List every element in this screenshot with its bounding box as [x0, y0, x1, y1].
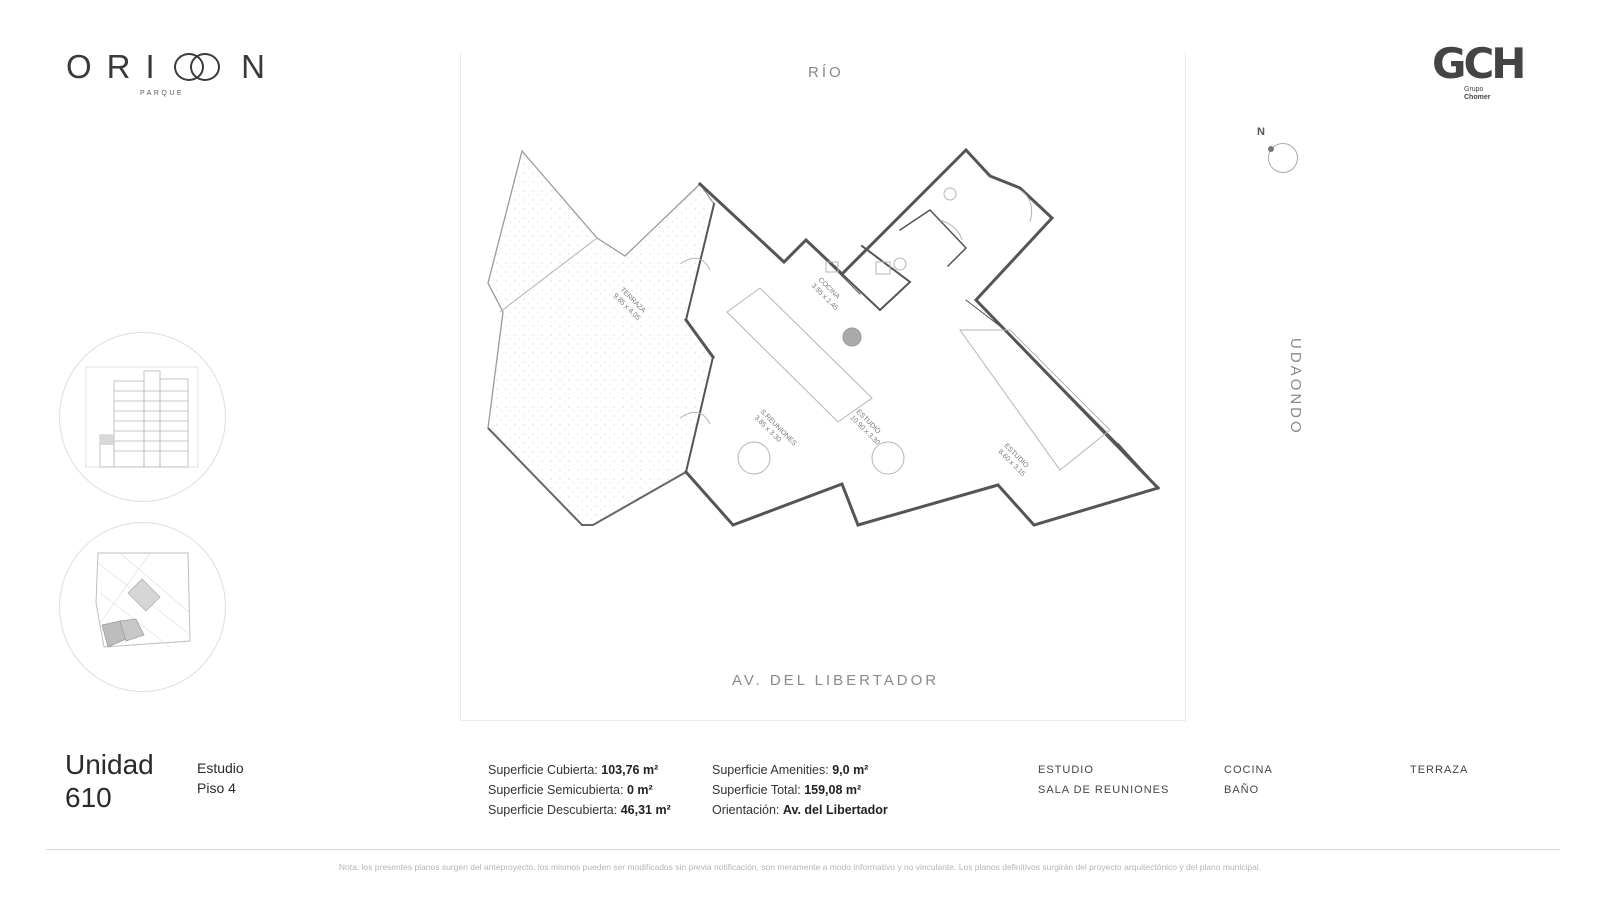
orion-parque-logo: ORI N PARQUE — [66, 50, 280, 98]
legend-item: BAÑO — [1224, 784, 1260, 796]
brand-name-start: ORI — [66, 48, 170, 85]
room-legend-column-2: COCINA BAÑO — [1224, 760, 1273, 800]
gch-subtitle: Grupo Chomer — [1464, 86, 1490, 102]
surface-amenities-label: Superficie Amenities: — [712, 763, 829, 777]
footer-divider — [46, 849, 1560, 850]
disclaimer-note: Nota: los presentes planos surgen del an… — [338, 862, 1262, 872]
orientation-label: Orientación: — [712, 803, 780, 817]
brand-subtitle: PARQUE — [140, 90, 185, 97]
legend-item: ESTUDIO — [1038, 764, 1094, 776]
surface-cubierta: Superficie Cubierta: 103,76 m² — [488, 760, 671, 780]
surface-semicubierta: Superficie Semicubierta: 0 m² — [488, 780, 671, 800]
gch-logo: GCH — [1432, 39, 1526, 88]
double-o-logo-icon — [170, 52, 225, 82]
surface-descubierta-value: 46,31 m² — [620, 803, 671, 817]
street-label-right: UDAONDO — [1287, 338, 1304, 436]
gch-sub-line2: Chomer — [1464, 94, 1491, 101]
unit-title: Unidad 610 — [65, 748, 154, 814]
unit-floor: Piso 4 — [197, 780, 236, 796]
furniture — [679, 187, 1111, 475]
legend-item: TERRAZA — [1410, 764, 1469, 776]
orientation-value: Av. del Libertador — [782, 803, 888, 817]
legend-item: SALA DE REUNIONES — [1038, 784, 1170, 796]
gch-sub-line1: Grupo — [1464, 86, 1484, 93]
surface-semicubierta-label: Superficie Semicubierta: — [488, 783, 624, 797]
floor-thumbnail-icon — [95, 552, 191, 648]
surface-descubierta: Superficie Descubierta: 46,31 m² — [488, 800, 671, 820]
surface-semicubierta-value: 0 m² — [626, 783, 653, 797]
surface-amenities: Superficie Amenities: 9,0 m² — [712, 760, 888, 780]
legend-item: COCINA — [1224, 764, 1273, 776]
street-label-bottom: AV. DEL LIBERTADOR — [732, 672, 940, 689]
room-legend-column-3: TERRAZA — [1410, 760, 1468, 780]
brand-name-end: N — [241, 48, 280, 85]
street-label-top: RÍO — [808, 64, 844, 81]
orientation: Orientación: Av. del Libertador — [712, 800, 888, 820]
orion-wordmark: ORI N — [66, 50, 280, 84]
terrace-area — [487, 149, 715, 526]
surface-cubierta-value: 103,76 m² — [601, 763, 659, 777]
room-legend-column-1: ESTUDIO SALA DE REUNIONES — [1038, 760, 1169, 800]
surface-cubierta-label: Superficie Cubierta: — [488, 763, 598, 777]
unit-number: 610 — [65, 782, 112, 813]
surface-amenities-value: 9,0 m² — [832, 763, 869, 777]
unit-type: Estudio — [197, 760, 244, 776]
interior-walls — [683, 147, 1161, 527]
floor-plan-frame — [460, 52, 1186, 721]
surfaces-column-2: Superficie Amenities: 9,0 m² Superficie … — [712, 760, 888, 820]
surface-total-value: 159,08 m² — [804, 783, 862, 797]
surface-total: Superficie Total: 159,08 m² — [712, 780, 888, 800]
compass-icon — [1268, 143, 1298, 173]
building-elevation-key-plan — [59, 332, 226, 502]
elevation-thumbnail-icon — [85, 366, 199, 468]
surface-total-label: Superficie Total: — [712, 783, 801, 797]
compass-needle-icon — [1268, 146, 1274, 152]
unit-meta: Estudio Piso 4 — [197, 758, 244, 798]
floor-location-key-plan — [59, 522, 226, 692]
compass-north-label: N — [1257, 126, 1265, 138]
surfaces-column-1: Superficie Cubierta: 103,76 m² Superfici… — [488, 760, 671, 820]
surface-descubierta-label: Superficie Descubierta: — [488, 803, 618, 817]
unit-label: Unidad — [65, 749, 154, 780]
